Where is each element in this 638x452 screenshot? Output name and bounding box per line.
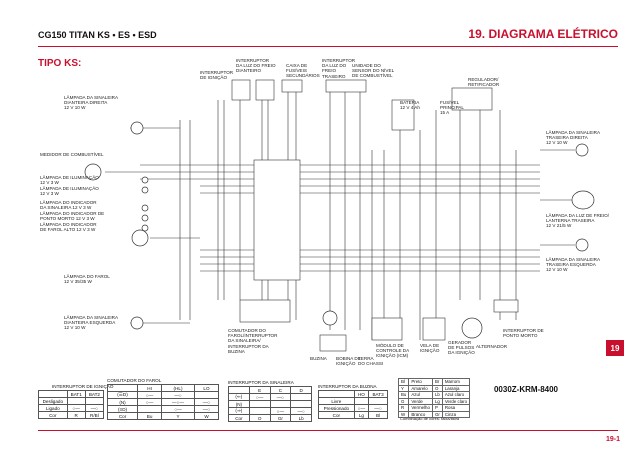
model-title: CG150 TITAN KS • ES • ESD — [38, 30, 157, 40]
turn-table-title: INTERRUPTOR DA SINALEIRA — [228, 380, 294, 385]
turn-indicator-label: LÂMPADA DO INDICADOR DA SINALEIRA 12 V 3… — [40, 200, 97, 211]
document-code: 0030Z-KRM-8400 — [493, 385, 558, 394]
neutral-indicator-label: LÂMPADA DO INDICADOR DE PONTO MORTO 12 V… — [40, 211, 105, 222]
ignition-switch-label: INTERRUPTOR DE IGNIÇÃO — [200, 70, 234, 81]
horn-label: BUZINA — [310, 356, 327, 361]
fuel-level-unit-label: UNIDADE DO SENSOR DO NÍVEL DE COMBUSTÍVE… — [352, 63, 395, 79]
illum-lamp-2-label: LÂMPADA DE ILUMINAÇÃO 12 V 3 W — [40, 186, 99, 197]
footer-divider — [38, 430, 618, 431]
chapter-tab: 19 — [606, 340, 624, 356]
ignition-coil-label: BOBINA DE IGNIÇÃO — [336, 356, 361, 367]
pulse-generator-label: GERADOR DE PULSOS DA IGNIÇÃO — [448, 340, 475, 356]
front-brake-switch-label: INTERRUPTOR DA LUZ DO FREIO DIANTEIRO — [236, 58, 276, 74]
fuel-gauge-label: MEDIDOR DE COMBUSTÍVEL — [40, 152, 104, 157]
high-beam-indicator-label: LÂMPADA DO INDICADOR DE FAROL ALTO 12 V … — [40, 222, 97, 233]
spark-plug-label: VELA DE IGNIÇÃO — [420, 343, 440, 354]
regulator-label: REGULADOR/ RETIFICADOR — [468, 77, 500, 88]
front-right-turn-label: LÂMPADA DA SINALEIRA DIANTEIRA DIREITA 1… — [64, 95, 119, 111]
types-label: TIPO KS: — [38, 58, 82, 69]
rear-brake-switch-label: INTERRUPTOR DA LUZ DO FREIO TRASEIRO — [322, 58, 356, 79]
horn-table-title: INTERRUPTOR DA BUZINA — [318, 384, 377, 389]
fuse-box-label: CAIXA DE FUSÍVEIS SECUNDÁRIOS — [286, 63, 320, 79]
illum-lamp-1-label: LÂMPADA DE ILUMINAÇÃO 12 V 3 W — [40, 175, 99, 186]
page-number: 19-1 — [605, 436, 620, 443]
alternator-label: ALTERNADOR — [476, 344, 508, 349]
headlight-label: LÂMPADA DO FAROL 12 V 35/35 W — [64, 274, 110, 285]
rear-left-turn-label: LÂMPADA DA SINALEIRA TRASEIRA ESQUERDA 1… — [546, 257, 601, 273]
headlight-switch-table: HI(HL)LO (☰D)○——○ (N)○——○——○ (≡D)○——○ Co… — [106, 384, 220, 420]
front-left-turn-label: LÂMPADA DA SINALEIRA DIANTEIRA ESQUERDA … — [64, 315, 119, 331]
handlebar-switch-label: COMUTADOR DO FAROL/INTERRUPTOR DA SINALE… — [228, 328, 278, 354]
header-divider — [38, 46, 618, 47]
section-title: 19. DIAGRAMA ELÉTRICO — [468, 27, 618, 41]
main-fuse-label: FUSÍVEL PRINCIPAL 15 A — [440, 100, 464, 116]
headlight-table-title: COMUTADOR DO FAROL — [107, 378, 162, 383]
battery-label: BATERIA 12 V 4 Ah — [400, 100, 420, 111]
tail-light-label: LÂMPADA DA LUZ DE FREIO/ LANTERNA TRASEI… — [546, 213, 609, 229]
rear-right-turn-label: LÂMPADA DA SINALEIRA TRASEIRA DIREITA 12… — [546, 130, 601, 146]
icm-label: MÓDULO DE CONTROLE DA IGNIÇÃO (ICM) — [376, 343, 410, 359]
neutral-switch-label: INTERRUPTOR DE PONTO MORTO — [503, 328, 544, 339]
color-code-note: Combinação de cores: faixa/listra — [400, 416, 460, 421]
ground-label: TERRA DO CHASSI — [358, 356, 384, 367]
ignition-table-title: INTERRUPTOR DE IGNIÇÃO — [52, 384, 114, 389]
